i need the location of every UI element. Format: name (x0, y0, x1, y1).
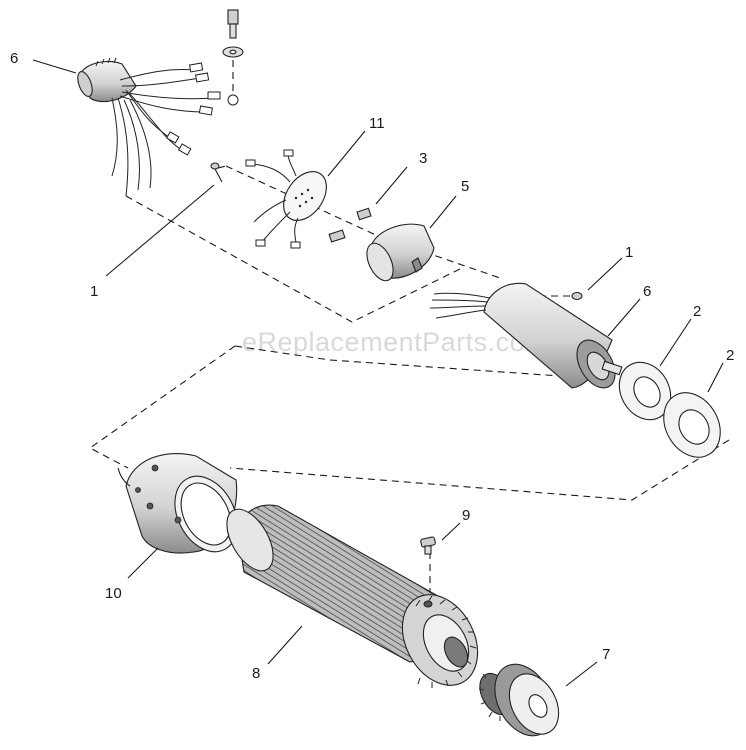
assembly-guide-lines (88, 165, 730, 606)
callout-1-right: 1 (625, 244, 633, 261)
callout-6-brush-housing: 6 (10, 50, 18, 67)
callout-10: 10 (105, 585, 122, 602)
callout-2-washer-a: 2 (693, 303, 701, 320)
callout-3: 3 (419, 150, 427, 167)
callout-2-washer-b: 2 (726, 347, 734, 364)
part-2-washer-a (618, 361, 672, 421)
callout-1-left: 1 (90, 283, 98, 300)
part-11-terminal-board (245, 149, 327, 249)
callout-8: 8 (252, 665, 260, 682)
screw-and-washer (222, 9, 244, 96)
part-6-motor-housing (429, 282, 623, 389)
callout-labels: 6 11 3 5 1 1 6 2 2 9 10 8 7 (10, 50, 734, 682)
part-7-gear (478, 663, 560, 737)
part-2-washer-b (663, 392, 721, 458)
part-1-screw-right (571, 291, 583, 301)
callout-6-motor-housing: 6 (643, 283, 651, 300)
part-5-bracket-ring (366, 223, 435, 282)
callout-7: 7 (602, 646, 610, 663)
callout-9: 9 (462, 507, 470, 524)
part-1-screw-left (210, 162, 223, 183)
leader-lines (32, 59, 724, 687)
part-10-end-cap (117, 453, 238, 554)
part-6-brush-housing (77, 57, 239, 197)
watermark-text: eReplacementParts.com (242, 327, 548, 357)
part-3-pins (328, 207, 372, 243)
callout-11: 11 (369, 115, 385, 132)
part-8-ribbed-drum (226, 504, 479, 688)
part-9-screw (420, 536, 436, 555)
callout-5: 5 (461, 178, 469, 195)
